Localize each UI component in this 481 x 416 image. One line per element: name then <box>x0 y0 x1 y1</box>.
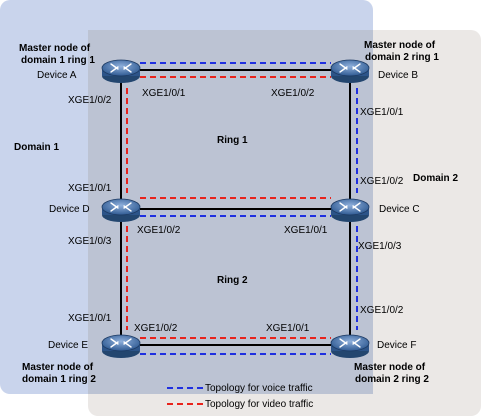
port-c-down: XGE1/0/3 <box>358 241 402 252</box>
voice-traffic-paths <box>140 62 358 355</box>
legend-video-label: Topology for video traffic <box>205 399 313 410</box>
device-f-router-icon <box>330 334 370 359</box>
device-f-role-line2: domain 2 ring 2 <box>355 374 429 385</box>
device-f-name: Device F <box>377 340 416 351</box>
port-d-down: XGE1/0/3 <box>68 236 112 247</box>
port-c-left: XGE1/0/1 <box>284 225 328 236</box>
port-b-left: XGE1/0/2 <box>271 88 315 99</box>
device-d-name: Device D <box>49 204 90 215</box>
device-f-role-line1: Master node of <box>354 362 426 373</box>
device-e-role-line2: domain 1 ring 2 <box>22 374 96 385</box>
port-e-up: XGE1/0/1 <box>68 313 112 324</box>
device-d-router-icon <box>101 198 141 223</box>
device-b-role-line2: domain 2 ring 1 <box>365 52 439 63</box>
device-b-router-icon <box>330 59 370 84</box>
device-c-name: Device C <box>379 204 420 215</box>
legend-voice-label: Topology for voice traffic <box>205 383 313 394</box>
port-a-down: XGE1/0/2 <box>68 95 112 106</box>
port-f-up: XGE1/0/2 <box>360 305 404 316</box>
domain-1-label: Domain 1 <box>14 142 59 153</box>
device-e-role-line1: Master node of <box>22 362 94 373</box>
port-b-down: XGE1/0/1 <box>360 107 404 118</box>
ring-2-label: Ring 2 <box>217 275 248 286</box>
port-f-left: XGE1/0/1 <box>266 323 310 334</box>
device-a-role-line2: domain 1 ring 1 <box>21 55 95 66</box>
device-e-name: Device E <box>48 340 88 351</box>
ring-1-label: Ring 1 <box>217 135 248 146</box>
domain-2-label: Domain 2 <box>413 173 458 184</box>
device-b-role-line1: Master node of <box>364 40 436 51</box>
port-d-up: XGE1/0/1 <box>68 183 112 194</box>
device-b-name: Device B <box>378 70 418 81</box>
port-a-right: XGE1/0/1 <box>142 88 186 99</box>
legend: Topology for voice traffic Topology for … <box>167 383 313 410</box>
device-a-router-icon <box>101 59 141 84</box>
port-d-right: XGE1/0/2 <box>137 225 181 236</box>
video-traffic-paths <box>126 76 331 339</box>
device-e-router-icon <box>101 334 141 359</box>
port-e-right: XGE1/0/2 <box>134 323 178 334</box>
device-c-router-icon <box>330 198 370 223</box>
port-c-up: XGE1/0/2 <box>360 176 404 187</box>
device-a-role-line1: Master node of <box>19 43 91 54</box>
device-a-name: Device A <box>37 70 77 81</box>
physical-links <box>120 69 351 346</box>
